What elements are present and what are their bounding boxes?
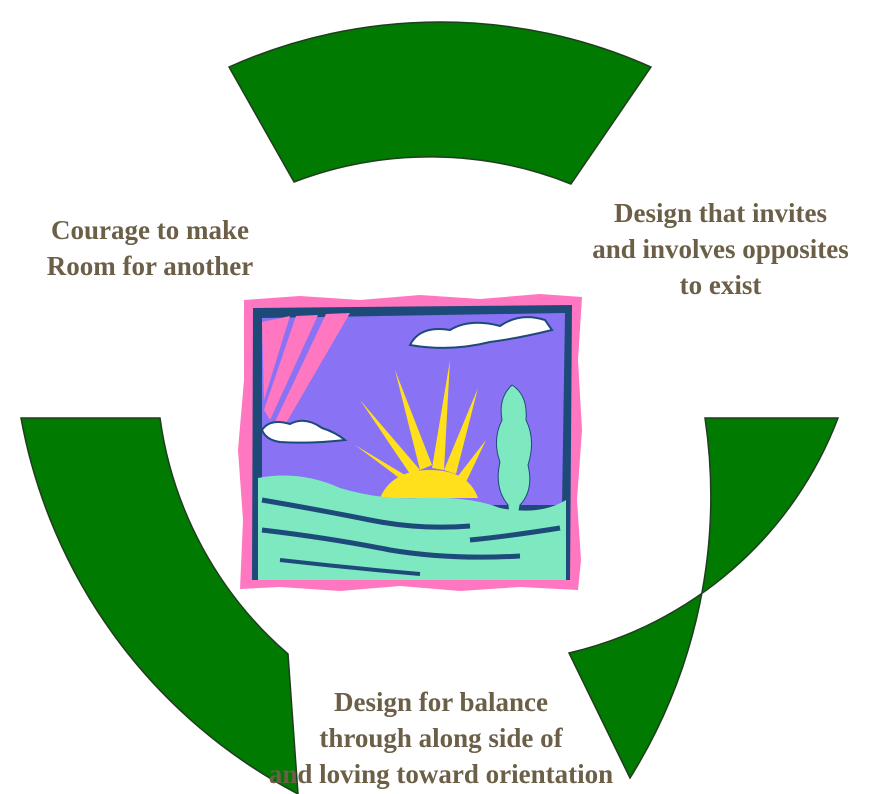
clouds: [260, 316, 554, 444]
caption-line: and loving toward orientation: [268, 759, 614, 789]
sun-rays: [355, 360, 486, 482]
top-ring-segment: [227, 21, 653, 185]
caption-line: Courage to make: [51, 215, 249, 245]
left-ring-segment: [20, 417, 299, 794]
caption-line: Design for balance: [334, 687, 548, 717]
caption-line: Room for another: [46, 251, 254, 281]
caption-design-balance: Design for balance through along side of…: [218, 684, 664, 792]
caption-courage: Courage to make Room for another: [0, 212, 300, 284]
caption-line: through along side of: [319, 723, 563, 753]
right-ring-segment: [567, 417, 840, 780]
sky: [262, 313, 565, 505]
pink-light-rays: [262, 313, 350, 430]
sun: [380, 470, 478, 498]
caption-design-invites: Design that invites and involves opposit…: [560, 195, 881, 303]
sunrise-picture: [238, 294, 582, 591]
hill-lines: [261, 497, 561, 576]
caption-line: to exist: [679, 270, 762, 300]
caption-line: Design that invites: [613, 198, 827, 228]
caption-line: and involves opposites: [592, 234, 849, 264]
